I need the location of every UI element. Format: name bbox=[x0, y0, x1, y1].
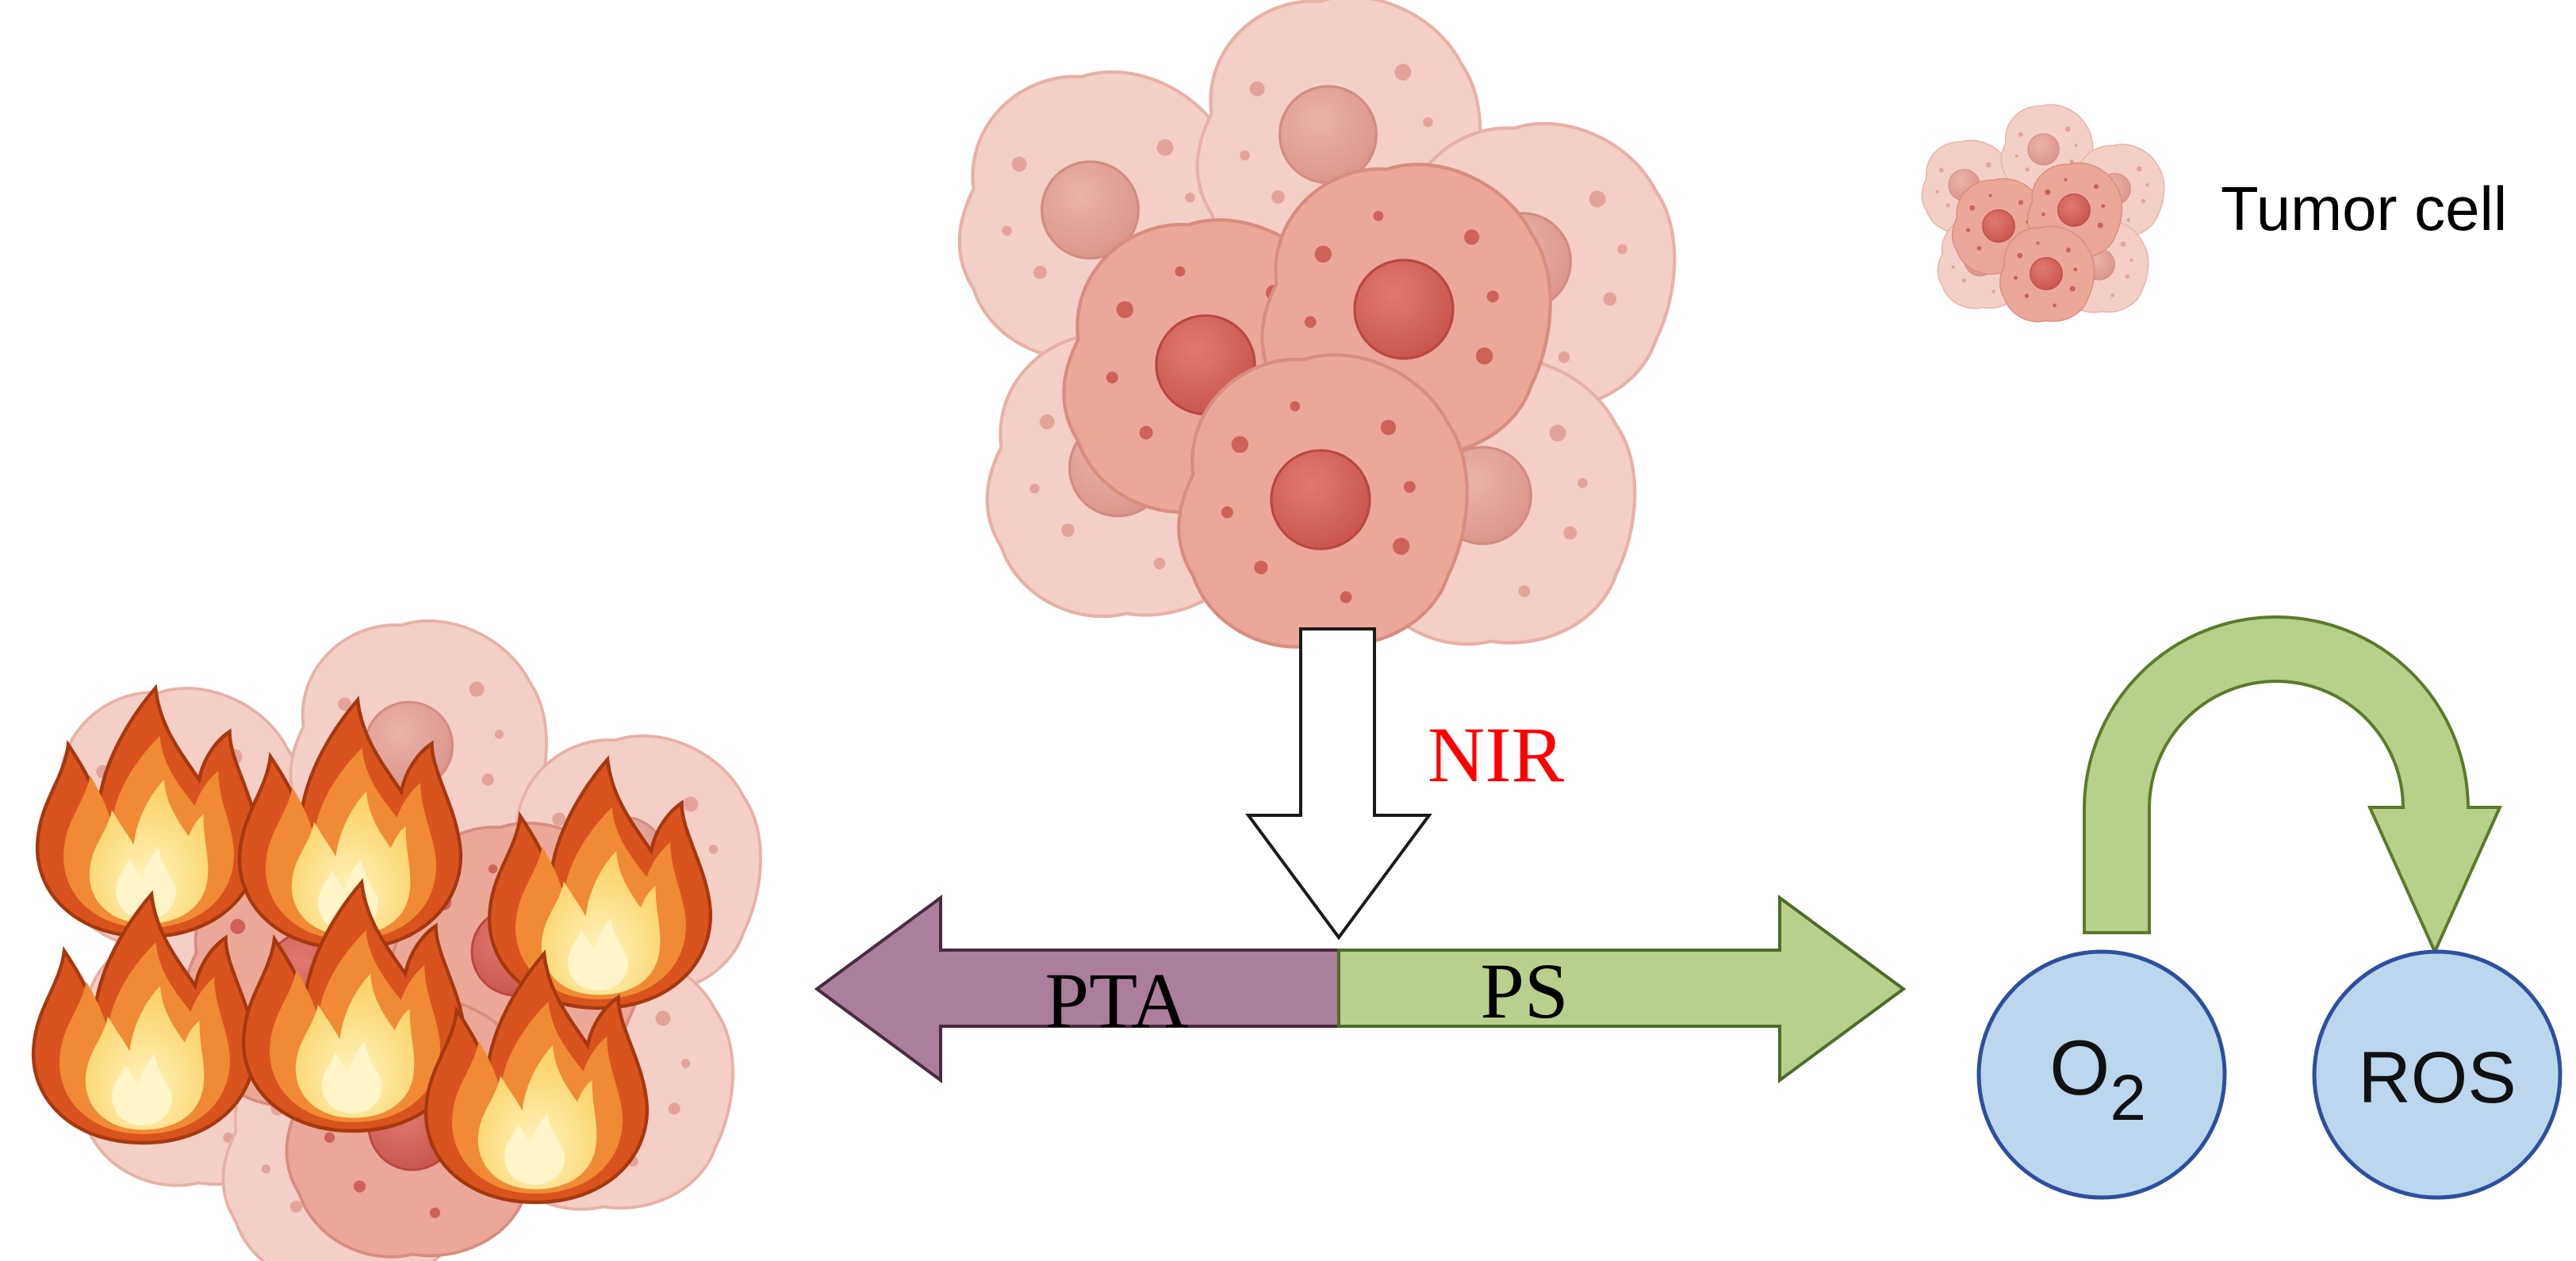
ros-node: ROS bbox=[2312, 949, 2563, 1200]
tumor-cluster-top bbox=[960, 0, 1675, 647]
flame-icon bbox=[33, 688, 711, 1203]
legend-label: Tumor cell bbox=[2221, 174, 2507, 243]
nir-arrow bbox=[1245, 627, 1432, 941]
o2-label: O2 bbox=[2049, 1024, 2146, 1134]
pta-arrow bbox=[814, 895, 1340, 1083]
o2-node: O2 bbox=[1976, 949, 2227, 1200]
nir-label: NIR bbox=[1428, 711, 1565, 799]
curved-arrow bbox=[2083, 615, 2503, 956]
burning-tumor-cluster bbox=[33, 619, 762, 1261]
legend: Tumor cell bbox=[1921, 104, 2507, 323]
ps-label: PS bbox=[1480, 947, 1568, 1035]
pta-label: PTA bbox=[1045, 956, 1189, 1044]
ps-arrow bbox=[1337, 895, 1907, 1083]
ros-label: ROS bbox=[2358, 1037, 2516, 1118]
legend-tumor-cell-icon bbox=[1921, 104, 2165, 323]
